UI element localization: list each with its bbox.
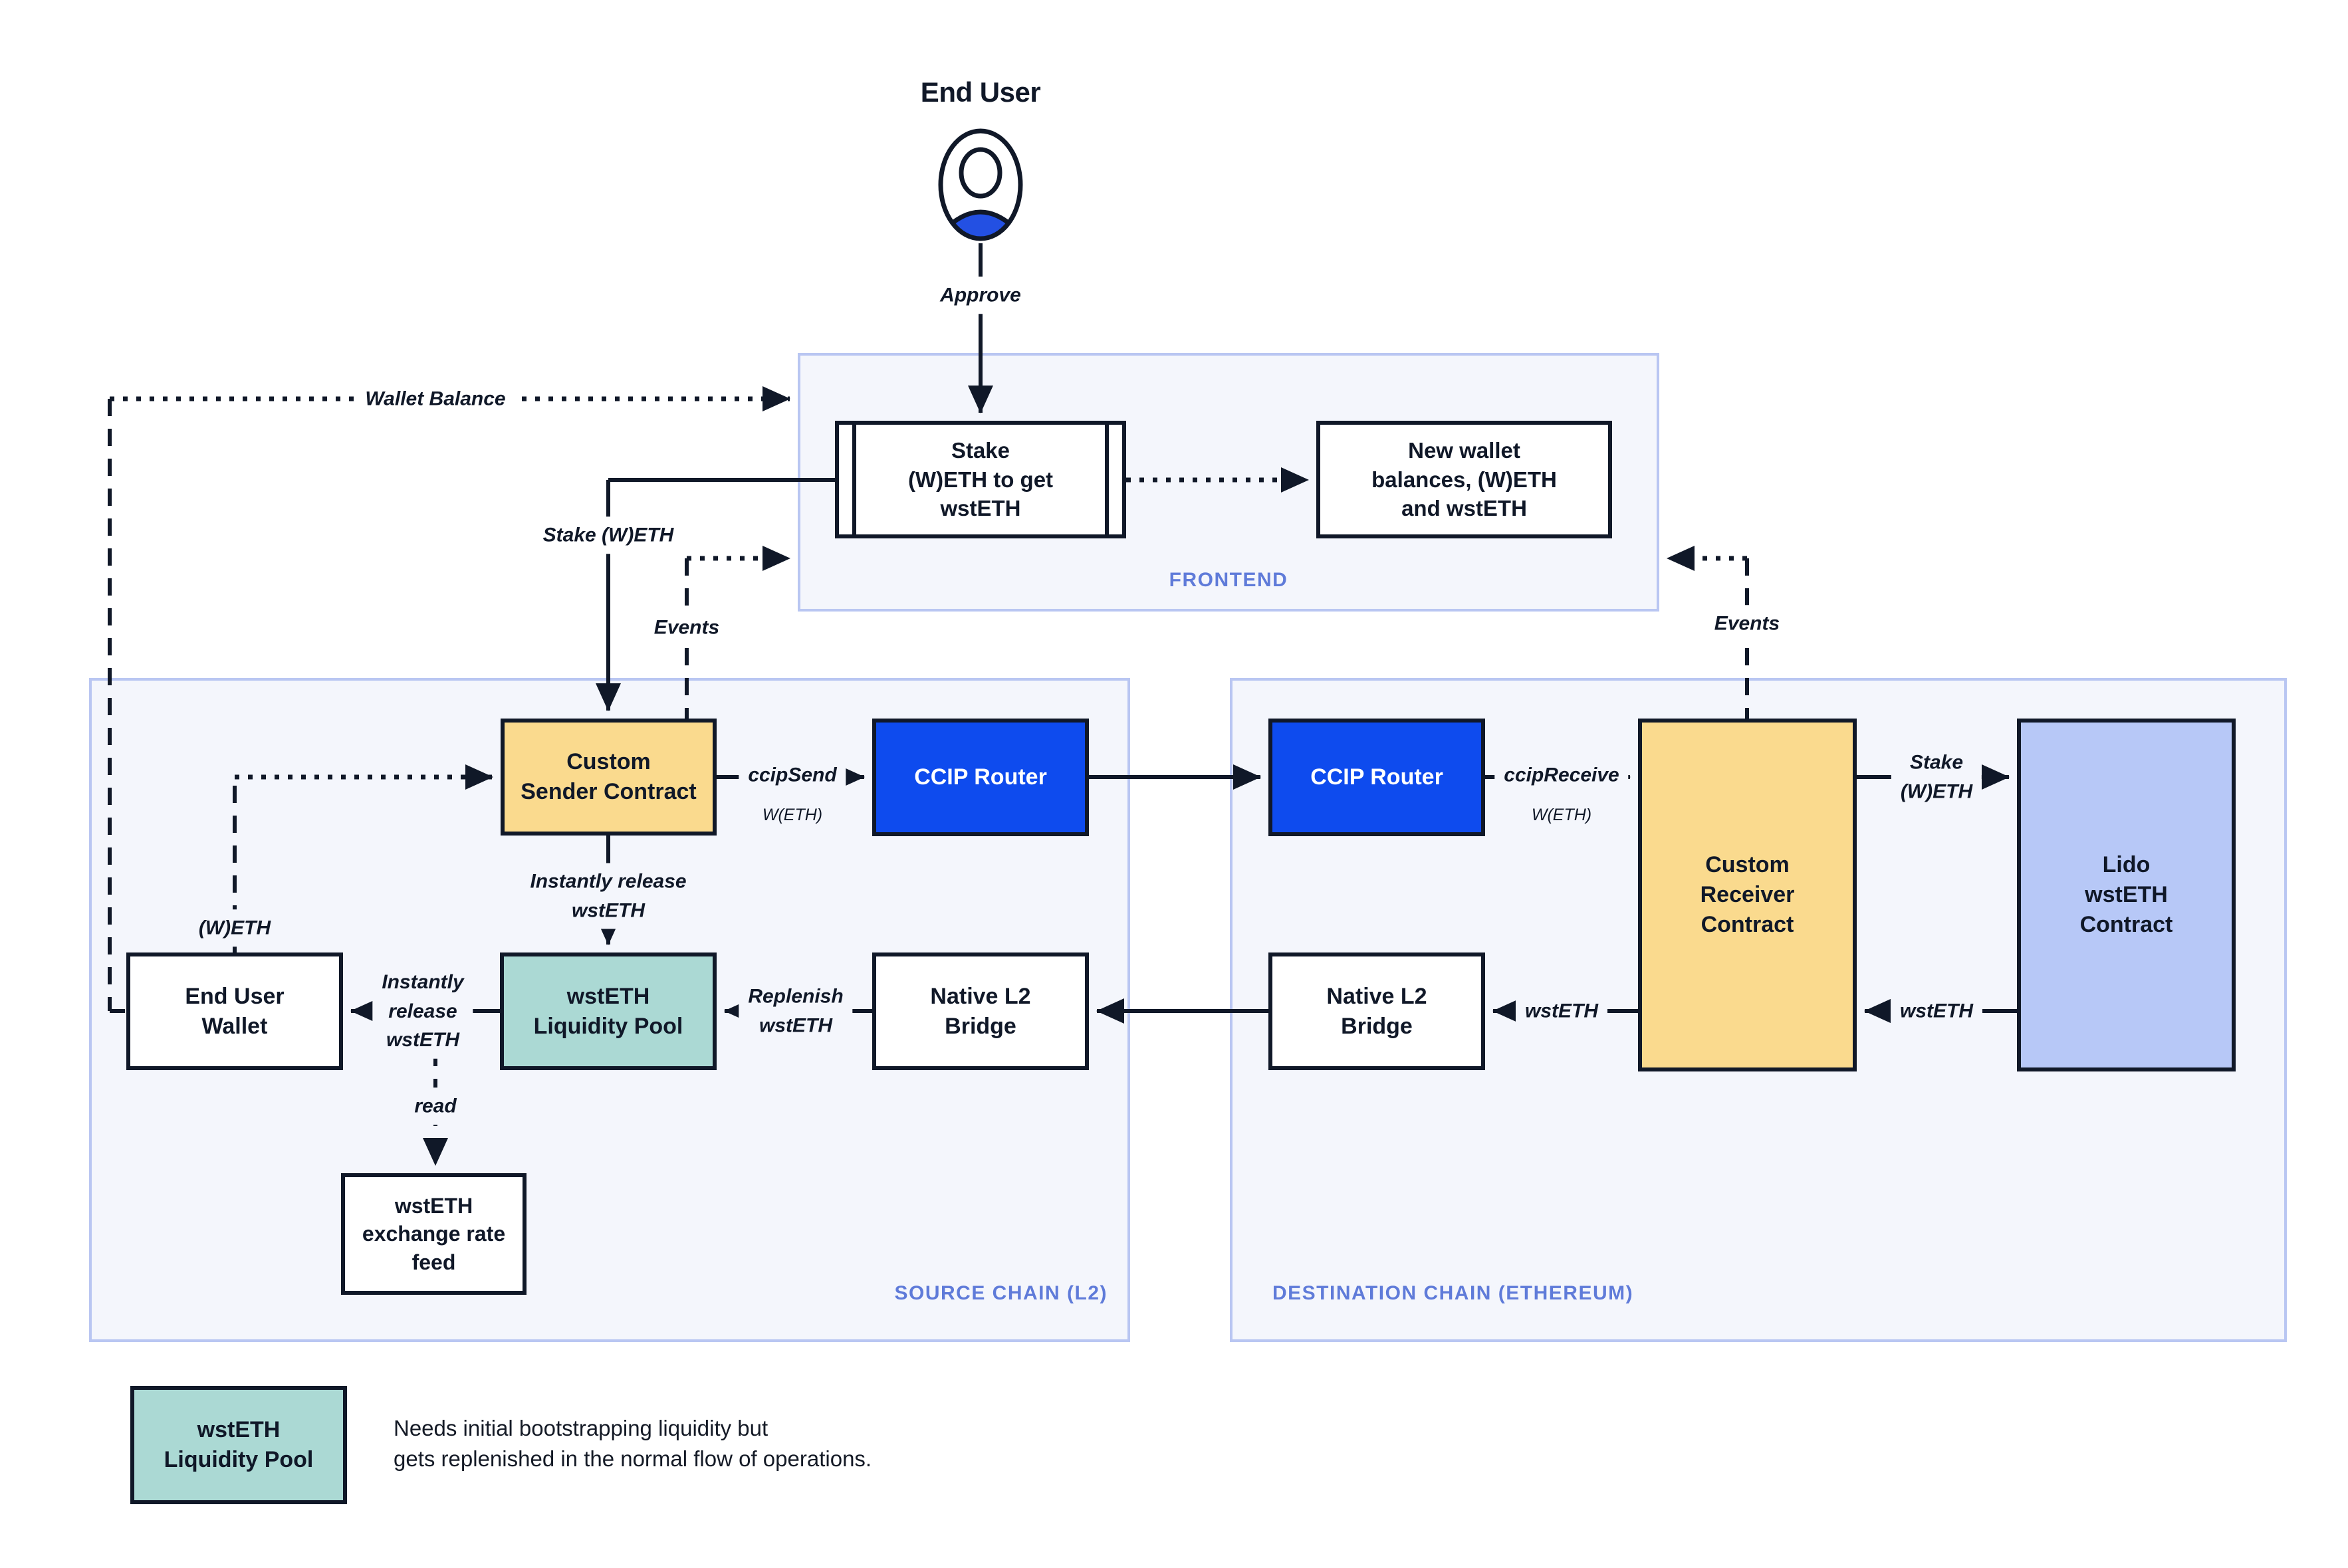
label-instantly-release-horizontal: Instantly release wstETH — [372, 963, 473, 1059]
node-lido-contract: Lido wstETH Contract — [2017, 719, 2236, 1071]
label-ccipsend: ccipSend — [739, 756, 846, 794]
ccip-router-source-label: CCIP Router — [914, 764, 1047, 790]
node-native-bridge-dest: Native L2 Bridge — [1268, 952, 1485, 1070]
destination-chain-zone-label: DESTINATION CHAIN (ETHEREUM) — [1272, 1282, 1634, 1304]
legend-box-label: wstETH Liquidity Pool — [164, 1417, 314, 1472]
node-end-user-wallet: End User Wallet — [126, 952, 343, 1070]
label-ccipreceive: ccipReceive — [1494, 756, 1629, 794]
node-custom-sender: Custom Sender Contract — [501, 719, 717, 836]
node-liquidity-pool: wstETH Liquidity Pool — [500, 952, 717, 1070]
label-events-left: Events — [644, 609, 729, 646]
stake-widget-bar-right — [1105, 425, 1109, 534]
legend-box: wstETH Liquidity Pool — [130, 1386, 347, 1504]
end-user-icon — [938, 128, 1023, 241]
end-user-title: End User — [920, 76, 1041, 108]
node-new-wallet: New wallet balances, (W)ETH and wstETH — [1316, 421, 1612, 538]
node-ccip-router-source: CCIP Router — [872, 719, 1089, 836]
custom-sender-label: Custom Sender Contract — [521, 749, 697, 804]
liquidity-pool-label: wstETH Liquidity Pool — [533, 983, 683, 1039]
new-wallet-label: New wallet balances, (W)ETH and wstETH — [1371, 438, 1557, 521]
native-bridge-source-label: Native L2 Bridge — [930, 983, 1031, 1039]
node-ccip-router-dest: CCIP Router — [1268, 719, 1485, 836]
label-wsteth-to-receiver: wstETH — [1890, 992, 1983, 1030]
rate-feed-label: wstETH exchange rate feed — [362, 1194, 506, 1274]
node-rate-feed: wstETH exchange rate feed — [341, 1173, 527, 1295]
stake-widget-bar-left — [852, 425, 856, 534]
label-ccipreceive-asset: W(ETH) — [1524, 801, 1599, 829]
label-instantly-release-vertical: Instantly release wstETH — [521, 863, 696, 929]
label-replenish: Replenish wstETH — [739, 978, 853, 1044]
stake-widget-label: Stake (W)ETH to get wstETH — [907, 438, 1054, 521]
label-approve: Approve — [931, 277, 1030, 314]
native-bridge-dest-label: Native L2 Bridge — [1326, 983, 1427, 1039]
frontend-zone-label: FRONTEND — [1169, 569, 1288, 591]
person-outline — [938, 128, 1023, 241]
node-native-bridge-source: Native L2 Bridge — [872, 952, 1089, 1070]
source-chain-zone-label: SOURCE CHAIN (L2) — [894, 1282, 1108, 1304]
label-weth: (W)ETH — [189, 909, 281, 947]
label-ccipsend-asset: W(ETH) — [755, 801, 830, 829]
label-read: read — [405, 1087, 466, 1125]
label-stake-weth-dest: Stake (W)ETH — [1891, 744, 1982, 810]
label-wsteth-to-bridge: wstETH — [1515, 992, 1608, 1030]
end-user-wallet-label: End User Wallet — [185, 983, 285, 1039]
label-stake-weth-source: Stake (W)ETH — [533, 516, 683, 554]
person-head — [959, 147, 1002, 199]
label-wallet-balance: Wallet Balance — [356, 380, 515, 417]
custom-receiver-label: Custom Receiver Contract — [1700, 852, 1795, 937]
node-custom-receiver: Custom Receiver Contract — [1638, 719, 1857, 1071]
lido-contract-label: Lido wstETH Contract — [2079, 852, 2173, 937]
node-stake-widget: Stake (W)ETH to get wstETH — [835, 421, 1126, 538]
label-events-right: Events — [1704, 605, 1790, 642]
legend-note: Needs initial bootstrapping liquidity bu… — [394, 1416, 872, 1471]
ccip-router-dest-label: CCIP Router — [1310, 764, 1443, 790]
